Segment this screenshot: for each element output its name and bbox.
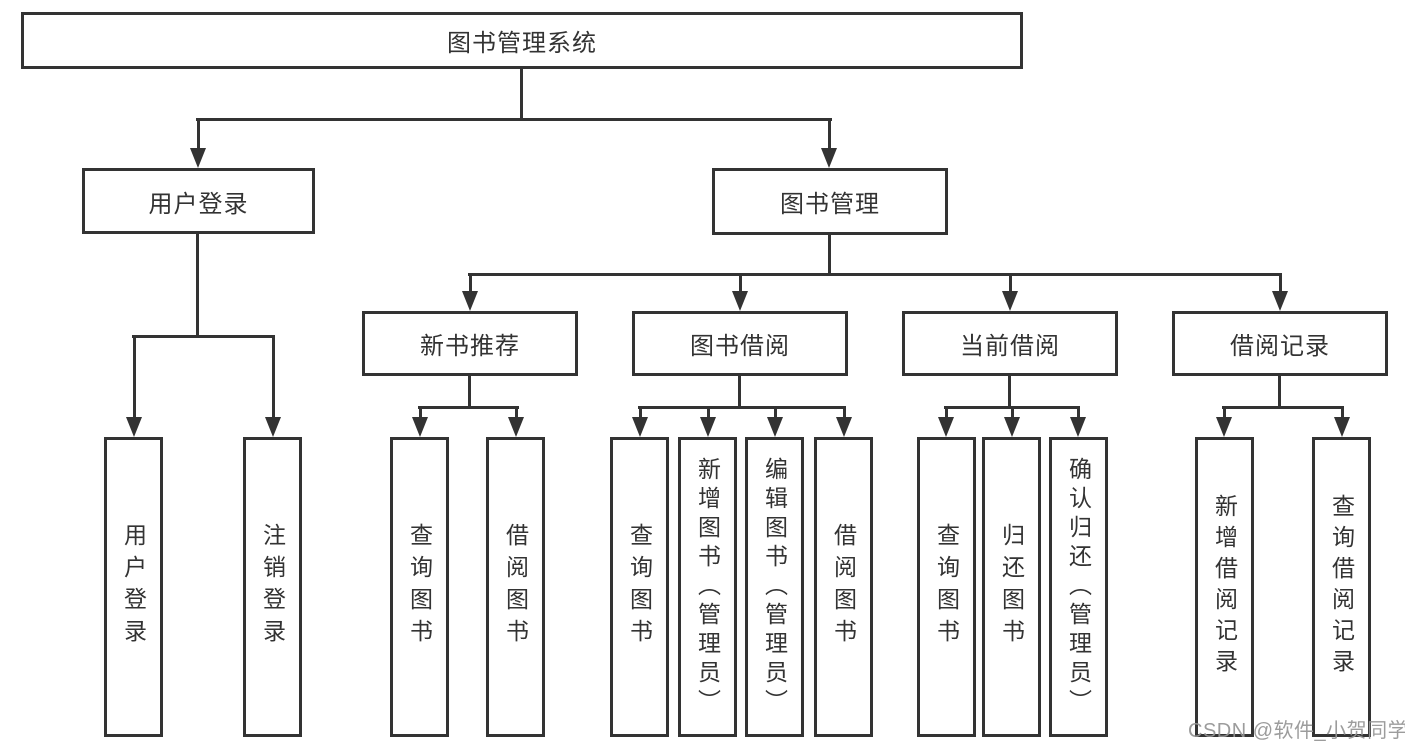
- leaf-borrow-borrow-book: 借阅图书: [814, 437, 873, 737]
- leaf-recommend-query-book: 查询图书: [390, 437, 449, 737]
- node-label: 图书管理: [780, 191, 880, 218]
- arrow-down-icon: [190, 118, 206, 168]
- connector-line: [468, 376, 471, 409]
- node-book-management: 图书管理: [712, 168, 948, 235]
- connector-line: [1008, 376, 1011, 409]
- node-label: 注销登录: [259, 523, 286, 651]
- node-label: 借阅记录: [1230, 333, 1330, 360]
- connector-line: [1222, 406, 1343, 409]
- leaf-logout: 注销登录: [243, 437, 302, 737]
- node-label: 借阅图书: [502, 523, 529, 651]
- node-label: 新增图书（管理员）: [694, 456, 721, 718]
- node-label: 查询图书: [406, 523, 433, 651]
- arrow-down-icon: [462, 273, 478, 311]
- connector-line: [196, 118, 832, 121]
- arrow-down-icon: [821, 118, 837, 168]
- leaf-record-query: 查询借阅记录: [1312, 437, 1371, 737]
- node-label: 用户登录: [148, 190, 249, 218]
- leaf-current-query-book: 查询图书: [917, 437, 976, 737]
- leaf-borrow-edit-book-admin: 编辑图书（管理员）: [745, 437, 804, 737]
- node-library-system: 图书管理系统: [21, 12, 1023, 69]
- node-label: 查询借阅记录: [1328, 494, 1355, 680]
- arrow-down-icon: [265, 335, 281, 437]
- arrow-down-icon: [1334, 406, 1350, 437]
- connector-line: [520, 69, 523, 121]
- node-label: 编辑图书（管理员）: [761, 456, 788, 718]
- node-new-book-recommend: 新书推荐: [362, 311, 578, 376]
- node-label: 用户登录: [120, 523, 147, 651]
- node-label: 图书借阅: [690, 333, 790, 360]
- leaf-current-return-book: 归还图书: [982, 437, 1041, 737]
- connector-line: [638, 406, 846, 409]
- arrow-down-icon: [1002, 273, 1018, 311]
- arrow-down-icon: [508, 406, 524, 437]
- arrow-down-icon: [1272, 273, 1288, 311]
- node-label: 归还图书: [998, 523, 1025, 651]
- csdn-watermark: CSDN @软件_小贺同学: [1188, 720, 1405, 742]
- arrow-down-icon: [732, 273, 748, 311]
- connector-line: [1278, 376, 1281, 409]
- node-user-login: 用户登录: [82, 168, 315, 234]
- node-label: 当前借阅: [960, 333, 1060, 360]
- connector-line: [738, 376, 741, 409]
- leaf-borrow-query-book: 查询图书: [610, 437, 669, 737]
- leaf-current-confirm-return-admin: 确认归还（管理员）: [1049, 437, 1108, 737]
- node-label: 借阅图书: [830, 523, 857, 651]
- leaf-recommend-borrow-book: 借阅图书: [486, 437, 545, 737]
- arrow-down-icon: [412, 406, 428, 437]
- connector-line: [418, 406, 519, 409]
- connector-line: [196, 234, 199, 338]
- connector-line: [468, 273, 1282, 276]
- node-label: 确认归还（管理员）: [1065, 456, 1092, 718]
- leaf-borrow-add-book-admin: 新增图书（管理员）: [678, 437, 737, 737]
- node-book-borrow: 图书借阅: [632, 311, 848, 376]
- arrow-down-icon: [632, 406, 648, 437]
- connector-line: [132, 335, 275, 338]
- arrow-down-icon: [126, 335, 142, 437]
- node-label: 新书推荐: [420, 333, 520, 360]
- arrow-down-icon: [836, 406, 852, 437]
- arrow-down-icon: [1004, 406, 1020, 437]
- arrow-down-icon: [938, 406, 954, 437]
- node-label: 图书管理系统: [447, 30, 597, 57]
- node-label: 新增借阅记录: [1211, 494, 1238, 680]
- leaf-user-login: 用户登录: [104, 437, 163, 737]
- node-borrow-record: 借阅记录: [1172, 311, 1388, 376]
- connector-line: [828, 235, 831, 276]
- node-label: 查询图书: [626, 523, 653, 651]
- node-current-borrow: 当前借阅: [902, 311, 1118, 376]
- arrow-down-icon: [767, 406, 783, 437]
- arrow-down-icon: [1070, 406, 1086, 437]
- leaf-record-add: 新增借阅记录: [1195, 437, 1254, 737]
- node-label: 查询图书: [933, 523, 960, 651]
- arrow-down-icon: [700, 406, 716, 437]
- arrow-down-icon: [1216, 406, 1232, 437]
